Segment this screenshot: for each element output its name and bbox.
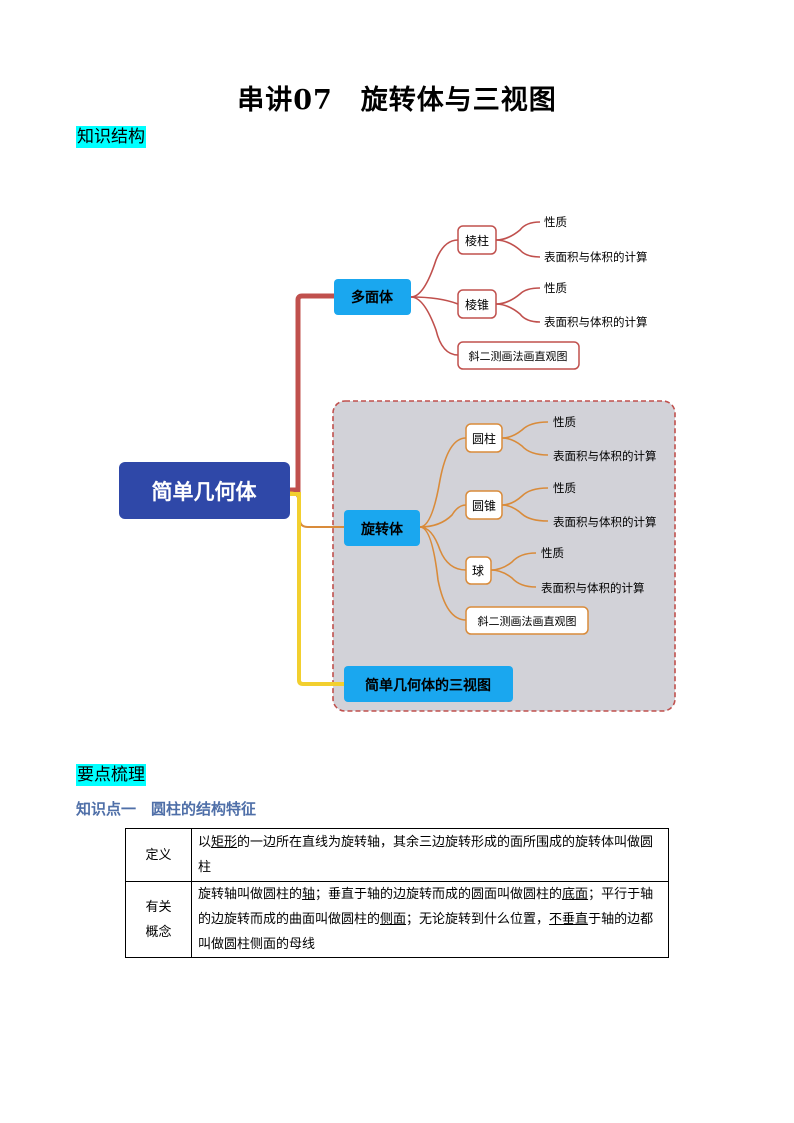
- cone-leaf-properties: 性质: [553, 481, 576, 495]
- concepts-content: 旋转轴叫做圆柱的轴；垂直于轴的边旋转而成的圆面叫做圆柱的底面；平行于轴的边旋转而…: [191, 881, 669, 958]
- node-polyhedron-oblique: 斜二测画法画直观图: [457, 341, 580, 370]
- table-row: 有关概念 旋转轴叫做圆柱的轴；垂直于轴的边旋转而成的圆面叫做圆柱的底面；平行于轴…: [125, 881, 669, 958]
- pyramid-leaf-properties: 性质: [544, 281, 567, 295]
- cylinder-structure-table: 定义 以矩形的一边所在直线为旋转轴，其余三边旋转形成的面所围成的旋转体叫做圆柱 …: [125, 828, 669, 958]
- root-node: 简单几何体: [119, 462, 290, 519]
- cylinder-leaf-area-volume: 表面积与体积的计算: [553, 449, 657, 463]
- polyhedron-oblique-label: 斜二测画法画直观图: [469, 349, 568, 363]
- prism-label: 棱柱: [465, 233, 489, 248]
- cylinder-leaf-properties: 性质: [553, 415, 576, 429]
- blank-answer: 轴: [302, 887, 316, 902]
- concepts-label-line: 概念: [145, 924, 172, 940]
- node-rotation-oblique: 斜二测画法画直观图: [465, 606, 589, 635]
- text-run: 旋转轴叫做圆柱的: [198, 887, 303, 902]
- root-label: 简单几何体: [152, 480, 258, 504]
- text-run: 以: [198, 835, 212, 850]
- page-title: 串讲07 旋转体与三视图: [237, 85, 557, 116]
- node-views: 简单几何体的三视图: [344, 666, 513, 702]
- text-run: ；无论旋转到什么位置，: [406, 912, 550, 927]
- rotation-connectors: [419, 421, 549, 621]
- sphere-leaf-properties: 性质: [541, 546, 564, 560]
- rotation-group-frame: [332, 400, 676, 712]
- rotation-oblique-label: 斜二测画法画直观图: [478, 614, 577, 628]
- connector-root-views: [290, 492, 344, 686]
- section-heading-structure: 知识结构: [76, 126, 146, 148]
- table-row: 定义 以矩形的一边所在直线为旋转轴，其余三边旋转形成的面所围成的旋转体叫做圆柱: [125, 828, 669, 882]
- views-label: 简单几何体的三视图: [365, 677, 491, 694]
- text-run: ；垂直于轴的边旋转而成的圆面叫做圆柱的: [315, 887, 563, 902]
- text-run: ；平行于轴的边旋转而成的曲面叫做圆柱的: [198, 887, 654, 927]
- cone-label: 圆锥: [472, 499, 496, 513]
- definition-label: 定义: [125, 828, 192, 882]
- concepts-label-line: 有关: [145, 899, 172, 915]
- polyhedron-label: 多面体: [351, 289, 394, 306]
- sphere-leaf-area-volume: 表面积与体积的计算: [541, 581, 645, 595]
- polyhedron-connectors: [410, 221, 541, 356]
- blank-answer: 底面: [562, 887, 589, 902]
- mind-map: 简单几何体 多面体 棱柱 性质 表面积与体积的计算 棱锥 性质 表面积与体积的计…: [119, 215, 676, 712]
- concepts-label: 有关概念: [125, 881, 192, 958]
- prism-leaf-area-volume: 表面积与体积的计算: [544, 250, 648, 264]
- node-cylinder: 圆柱: [465, 423, 503, 453]
- node-prism: 棱柱: [457, 225, 497, 255]
- node-rotation: 旋转体: [344, 510, 420, 546]
- knowledge-point-heading: 知识点一 圆柱的结构特征: [76, 800, 257, 818]
- blank-answer: 侧面: [380, 912, 407, 927]
- definition-content: 以矩形的一边所在直线为旋转轴，其余三边旋转形成的面所围成的旋转体叫做圆柱: [191, 828, 669, 882]
- text-run: 的一边所在直线为旋转轴，其余三边旋转形成的面所围成的旋转体叫做圆柱: [198, 835, 654, 875]
- connector-root-polyhedron: [290, 293, 334, 493]
- node-sphere: 球: [465, 556, 492, 585]
- pyramid-leaf-area-volume: 表面积与体积的计算: [544, 315, 648, 329]
- section-heading-points: 要点梳理: [76, 764, 146, 786]
- node-pyramid: 棱锥: [457, 289, 497, 319]
- prism-leaf-properties: 性质: [544, 215, 567, 229]
- sphere-label: 球: [472, 564, 484, 578]
- node-cone: 圆锥: [465, 490, 503, 520]
- blank-answer: 矩形: [211, 835, 238, 850]
- cylinder-label: 圆柱: [472, 431, 496, 446]
- text-run: 于轴的边都叫做圆柱侧面的母线: [198, 912, 654, 952]
- blank-answer: 不垂直: [549, 912, 589, 927]
- node-polyhedron: 多面体: [334, 279, 411, 315]
- pyramid-label: 棱锥: [465, 297, 489, 312]
- cone-leaf-area-volume: 表面积与体积的计算: [553, 515, 657, 529]
- rotation-label: 旋转体: [360, 521, 404, 538]
